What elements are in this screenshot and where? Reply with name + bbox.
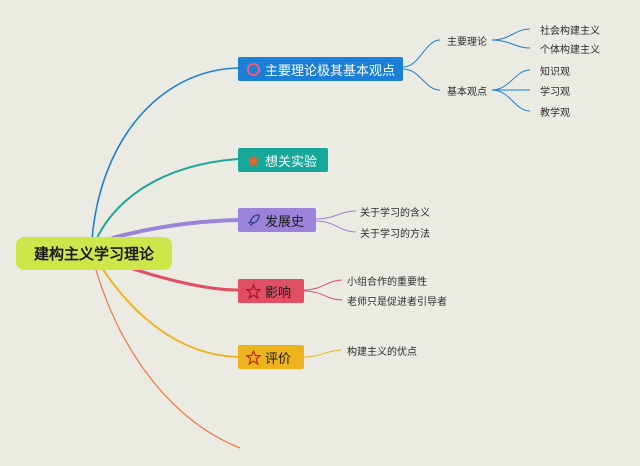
branch-influence-label: 影响 [265, 285, 292, 301]
views-leaf-teaching: 教学观 [540, 108, 570, 119]
link-theory-group1 [402, 39, 441, 68]
theory-group-main: 主要理论 [447, 37, 487, 48]
link-theory-group2 [402, 68, 441, 91]
evaluation-leaf-advantages: 构建主义的优点 [347, 347, 417, 358]
link-group2-leaf3 [491, 89, 531, 112]
branch-experiment-label: 想关实验 [265, 154, 318, 170]
link-root-history [111, 218, 239, 240]
root-node[interactable]: 建构主义学习理论 [16, 237, 172, 270]
branch-theory-label: 主要理论极其基本观点 [265, 63, 396, 79]
link-group1-leaf1 [491, 28, 531, 41]
branch-history-label: 发展史 [265, 214, 305, 230]
link-group1-leaf2 [491, 39, 531, 49]
link-history-leaf1 [315, 210, 357, 220]
link-history-leaf2 [315, 220, 357, 233]
branch-experiment[interactable]: 想关实验 [238, 148, 328, 172]
branch-history[interactable]: 发展史 [238, 208, 316, 232]
theory-leaf-social: 社会构建主义 [540, 26, 600, 37]
link-root-theory [91, 67, 239, 241]
star-outline-icon [246, 283, 261, 299]
star-filled-icon [246, 153, 261, 167]
link-root-extra [95, 269, 241, 449]
branch-evaluation[interactable]: 评价 [238, 345, 304, 369]
rocket-icon [247, 213, 260, 226]
branch-theory[interactable]: 主要理论极其基本观点 [238, 57, 403, 81]
link-root-evaluation [101, 267, 239, 358]
root-label: 建构主义学习理论 [33, 245, 154, 263]
theory-group-views: 基本观点 [447, 87, 487, 98]
branch-evaluation-label: 评价 [265, 351, 292, 367]
influence-leaf-teacher: 老师只是促进者引导者 [347, 297, 447, 308]
star-outline-icon [246, 349, 261, 365]
branch-influence[interactable]: 影响 [238, 279, 304, 303]
views-leaf-knowledge: 知识观 [540, 67, 570, 78]
link-root-experiment [95, 158, 239, 241]
link-group2-leaf1 [491, 69, 531, 91]
influence-leaf-group: 小组合作的重要性 [347, 277, 427, 288]
theory-leaf-individual: 个体构建主义 [540, 45, 600, 56]
link-influence-leaf1 [303, 279, 343, 291]
link-evaluation-leaf1 [303, 349, 343, 358]
circle-icon [246, 62, 261, 76]
views-leaf-learning: 学习观 [540, 87, 570, 98]
link-influence-leaf2 [303, 290, 343, 301]
history-leaf-meaning: 关于学习的含义 [360, 208, 430, 219]
history-leaf-method: 关于学习的方法 [360, 229, 430, 240]
